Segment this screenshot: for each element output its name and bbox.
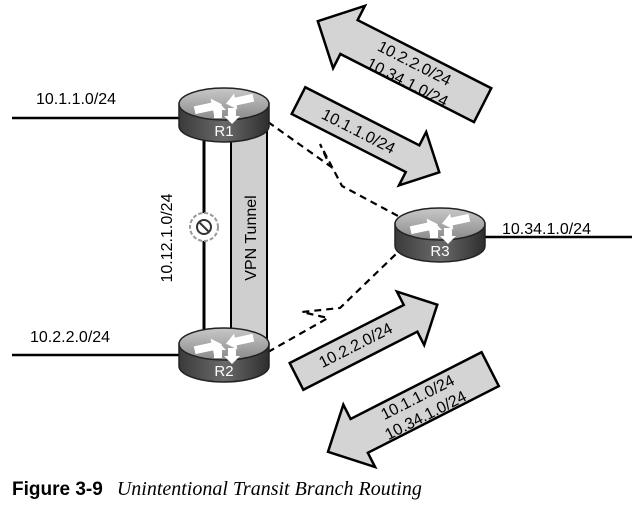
vpn-tunnel-label: VPN Tunnel [243,195,260,280]
figure-number: Figure 3-9 [12,479,103,500]
router-r2-label: R2 [214,363,233,380]
r2-r3-wan-link [267,253,397,353]
no-entry-icon [196,219,212,235]
no-entry-slash [198,221,210,233]
route-arrow-to-r2 [326,350,501,470]
transit-link-label: 10.12.1.0/24 [159,193,176,282]
r1-r3-wan-link [267,121,399,217]
figure-title: Unintentional Transit Branch Routing [116,478,422,500]
router-r3-label: R3 [430,243,449,260]
figure-caption: Figure 3-9 Unintentional Transit Branch R… [12,478,422,501]
router-r2[interactable]: R2 [178,327,270,383]
router-r1[interactable]: R1 [178,87,270,143]
route-arrow-r2-to-r3 [288,289,439,392]
router-r3[interactable]: R3 [394,207,486,263]
router-r1-label: R1 [214,123,233,140]
route-arrow-to-r1 [316,3,493,124]
r1-lan-label: 10.1.1.0/24 [36,91,116,108]
r3-lan-label: 10.34.1.0/24 [502,221,591,238]
r2-lan-label: 10.2.2.0/24 [30,329,110,346]
route-arrow-r1-to-r3 [290,85,441,188]
